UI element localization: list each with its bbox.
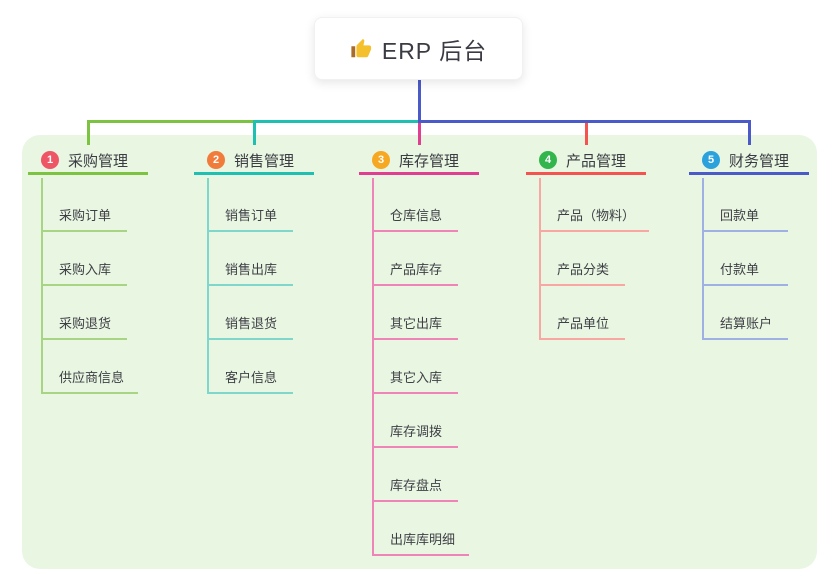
child-node[interactable]: 仓库信息 <box>374 178 458 232</box>
child-node[interactable]: 其它入库 <box>374 340 458 394</box>
branch-number: 3 <box>377 154 385 166</box>
branch-children: 仓库信息 产品库存 其它出库 其它入库 库存调拨 库存盘点 出库库明细 <box>372 178 470 556</box>
branch-children: 销售订单 销售出库 销售退货 客户信息 <box>207 178 293 394</box>
child-node[interactable]: 产品（物料） <box>541 178 650 232</box>
child-node[interactable]: 出库库明细 <box>374 502 470 556</box>
branch: 3 库存管理 仓库信息 产品库存 其它出库 其它入库 库存调拨 库存盘点 出库库… <box>359 148 479 556</box>
child-node[interactable]: 结算账户 <box>704 286 788 340</box>
branch-number: 1 <box>46 154 54 166</box>
child-node-label: 采购订单 <box>59 208 112 224</box>
branch-number: 5 <box>707 154 715 166</box>
child-node-label: 供应商信息 <box>59 370 125 386</box>
child-node-label: 产品（物料） <box>557 208 636 224</box>
child-node-label: 客户信息 <box>225 370 278 386</box>
child-node[interactable]: 产品单位 <box>541 286 625 340</box>
child-node[interactable]: 库存盘点 <box>374 448 458 502</box>
branch-title[interactable]: 5 财务管理 <box>689 148 809 175</box>
child-node[interactable]: 产品分类 <box>541 232 625 286</box>
child-node-label: 销售退货 <box>225 316 278 332</box>
branch-title[interactable]: 3 库存管理 <box>359 148 479 175</box>
branch-title-label: 财务管理 <box>729 152 790 170</box>
child-node-label: 产品分类 <box>557 262 610 278</box>
child-node-label: 其它出库 <box>390 316 443 332</box>
child-node-label: 回款单 <box>720 208 760 224</box>
branches-panel <box>22 135 817 569</box>
branch: 5 财务管理 回款单 付款单 结算账户 <box>689 148 809 340</box>
child-node-label: 销售订单 <box>225 208 278 224</box>
branch-title-label: 采购管理 <box>68 152 129 170</box>
branch-children: 产品（物料） 产品分类 产品单位 <box>539 178 650 340</box>
child-node-label: 销售出库 <box>225 262 278 278</box>
branch-number: 4 <box>544 154 552 166</box>
child-node[interactable]: 销售订单 <box>209 178 293 232</box>
branch-number-badge: 5 <box>702 151 720 169</box>
child-node[interactable]: 销售退货 <box>209 286 293 340</box>
connector-segment <box>417 120 751 123</box>
child-node[interactable]: 采购订单 <box>43 178 127 232</box>
branch-title[interactable]: 2 销售管理 <box>194 148 314 175</box>
child-node-label: 采购退货 <box>59 316 112 332</box>
connector-drop <box>86 120 90 145</box>
branch-children: 回款单 付款单 结算账户 <box>702 178 788 340</box>
connector-drop <box>747 120 751 145</box>
branch-number-badge: 2 <box>207 151 225 169</box>
child-node-label: 出库库明细 <box>390 532 456 548</box>
branch-children: 采购订单 采购入库 采购退货 供应商信息 <box>41 178 139 394</box>
child-node-label: 产品单位 <box>557 316 610 332</box>
root-title: ERP 后台 <box>381 37 488 64</box>
child-node[interactable]: 其它出库 <box>374 286 458 340</box>
connector-drop <box>584 120 588 145</box>
child-node[interactable]: 回款单 <box>704 178 788 232</box>
thumbs-up-icon <box>350 38 372 60</box>
child-node-label: 产品库存 <box>390 262 443 278</box>
child-node[interactable]: 采购入库 <box>43 232 127 286</box>
child-node[interactable]: 客户信息 <box>209 340 293 394</box>
root-node[interactable]: ERP 后台 <box>314 17 523 80</box>
child-node[interactable]: 库存调拨 <box>374 394 458 448</box>
branch-number-badge: 3 <box>372 151 390 169</box>
branch: 2 销售管理 销售订单 销售出库 销售退货 客户信息 <box>194 148 314 394</box>
branch: 4 产品管理 产品（物料） 产品分类 产品单位 <box>526 148 650 340</box>
connector-drop <box>252 120 256 145</box>
branch-title[interactable]: 4 产品管理 <box>526 148 646 175</box>
child-node[interactable]: 付款单 <box>704 232 788 286</box>
branch-number-badge: 4 <box>539 151 557 169</box>
connector-segment <box>86 120 253 123</box>
root-trunk-line <box>417 80 421 123</box>
child-node-label: 库存盘点 <box>390 478 443 494</box>
child-node[interactable]: 供应商信息 <box>43 340 139 394</box>
connector-drop <box>417 120 421 145</box>
child-node-label: 仓库信息 <box>390 208 443 224</box>
child-node-label: 其它入库 <box>390 370 443 386</box>
child-node-label: 付款单 <box>720 262 760 278</box>
child-node-label: 采购入库 <box>59 262 112 278</box>
connector-segment <box>252 120 418 123</box>
branch: 1 采购管理 采购订单 采购入库 采购退货 供应商信息 <box>28 148 148 394</box>
branch-number: 2 <box>212 154 220 166</box>
child-node-label: 库存调拨 <box>390 424 443 440</box>
child-node[interactable]: 销售出库 <box>209 232 293 286</box>
branch-title[interactable]: 1 采购管理 <box>28 148 148 175</box>
child-node[interactable]: 采购退货 <box>43 286 127 340</box>
child-node-label: 结算账户 <box>720 316 773 332</box>
branch-number-badge: 1 <box>41 151 59 169</box>
branch-title-label: 产品管理 <box>566 152 627 170</box>
branch-title-label: 销售管理 <box>234 152 295 170</box>
branch-title-label: 库存管理 <box>399 152 460 170</box>
child-node[interactable]: 产品库存 <box>374 232 458 286</box>
